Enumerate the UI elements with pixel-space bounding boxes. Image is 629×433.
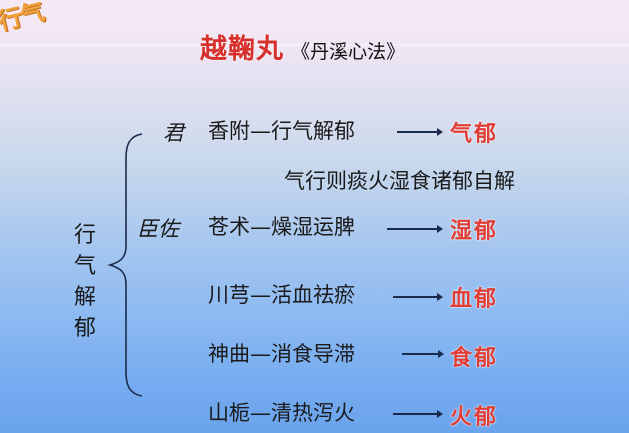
role-monarch: 君 [163,121,184,145]
category-char: 郁 [73,316,96,341]
result-blood-stagnation: 血郁 [450,287,499,312]
page-title: 越鞠丸 《丹溪心法》 [200,27,405,66]
arrow-icon [397,128,443,136]
curly-brace-icon [107,133,143,397]
arrow-icon [393,293,443,301]
corner-label: 行气 [0,0,47,37]
arrow-icon [387,225,443,233]
arrow-icon [393,410,443,418]
arrow-icon [402,350,444,358]
role-minister-assistant: 臣佐 [137,217,179,241]
result-fire-stagnation: 火郁 [450,405,499,430]
formula-name: 越鞠丸 [200,34,284,65]
result-qi-stagnation: 气郁 [450,122,499,147]
explanation-note: 气行则痰火湿食诸郁自解 [284,169,515,193]
result-food-stagnation: 食郁 [450,346,499,371]
herb-row-shenqu: 神曲—消食导滞 [208,342,355,366]
herb-row-cangzhu: 苍术—燥湿运脾 [208,215,355,239]
formula-source: 《丹溪心法》 [291,41,406,63]
herb-row-xiangfu: 香附—行气解郁 [208,119,355,143]
category-char: 行 [73,223,96,248]
category-char: 解 [73,285,96,310]
herb-row-chuanxiong: 川芎—活血祛瘀 [208,283,355,307]
result-damp-stagnation: 湿郁 [450,219,499,244]
herb-row-shanzhi: 山栀—清热泻火 [208,401,355,425]
header-divider [0,44,629,46]
category-label: 行 气 解 郁 [72,220,98,344]
category-char: 气 [73,254,96,279]
